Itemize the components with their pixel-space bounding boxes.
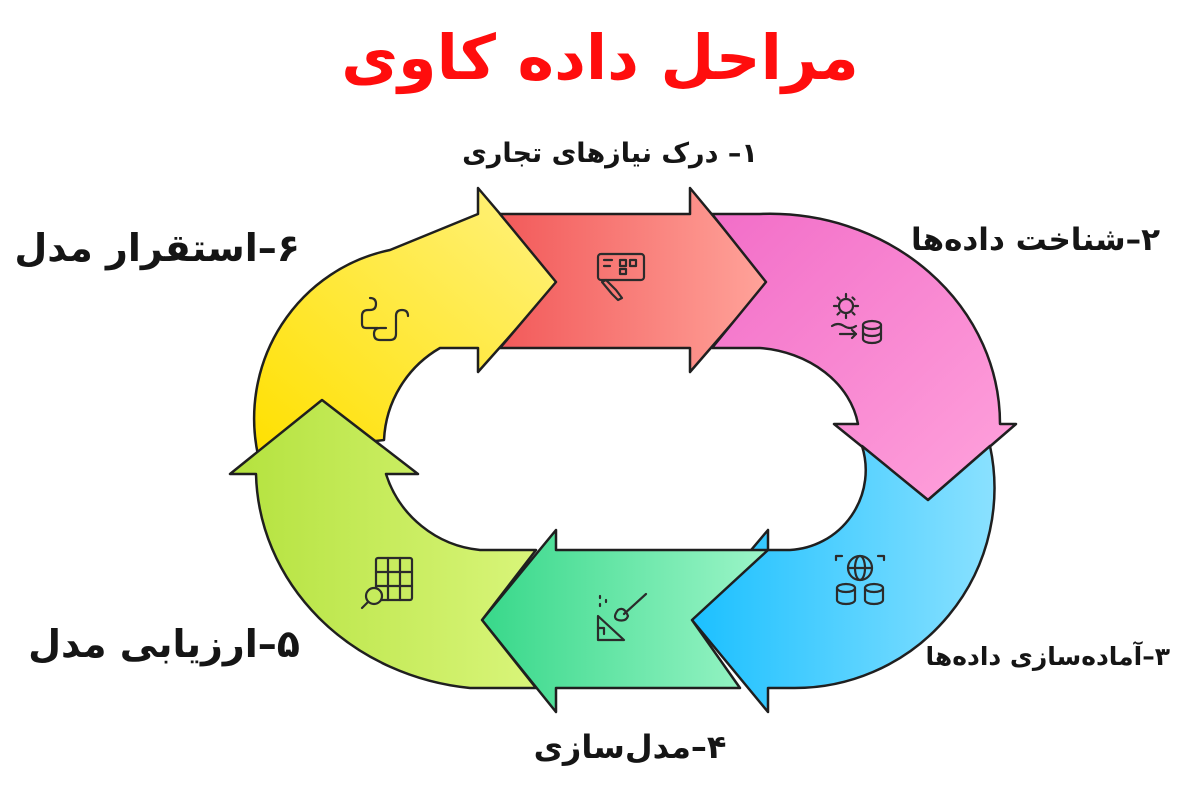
step-5-label: ۵–ارزیابی مدل xyxy=(28,622,300,666)
step-3-label: ۳–آماده‌سازی داده‌ها xyxy=(925,642,1170,671)
evaluation-icon xyxy=(360,556,414,610)
step-6-label: ۶–استقرار مدل xyxy=(14,226,300,270)
step-4-label: ۴–مدل‌سازی xyxy=(533,728,727,766)
deployment-icon xyxy=(360,296,410,342)
data-preparation-icon xyxy=(834,554,886,606)
step-2-arrow xyxy=(710,212,1018,502)
step-6-arrow xyxy=(252,186,560,457)
step-3-arrow xyxy=(690,444,996,714)
step-2-label: ۲–شناخت داده‌ها xyxy=(910,222,1160,258)
step-5-arrow xyxy=(228,398,538,690)
diagram-title: مراحل داده کاوی xyxy=(341,21,859,94)
step-1-label: ۱– درک نیازهای تجاری xyxy=(462,138,758,169)
data-understanding-icon xyxy=(830,292,883,345)
business-requirements-icon xyxy=(596,252,646,302)
modeling-icon xyxy=(596,592,648,642)
